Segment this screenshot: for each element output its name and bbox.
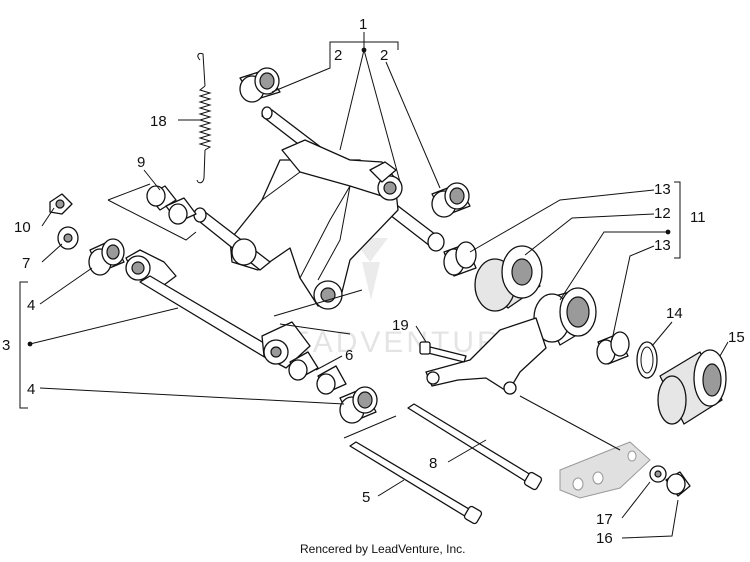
nut-part [665,471,691,497]
lower-shaft-part [125,249,311,369]
callout-9: 9 [137,154,145,171]
callout-6: 6 [345,347,353,364]
spring-part [196,53,212,184]
roller-part [474,245,543,312]
snap-ring-part [636,341,658,379]
callout-7: 7 [22,255,30,272]
callout-3: 3 [2,337,10,354]
leader-lines [19,32,729,539]
bolt-part [419,341,467,363]
pin-part [146,185,197,225]
top-bushing-part [239,67,281,103]
lower-pin-part [288,351,347,395]
callout-14: 14 [666,305,683,322]
right-bushing-part [431,182,471,218]
callout-2b: 2 [380,47,388,64]
callout-8: 8 [429,455,437,472]
callout-2a: 2 [334,47,342,64]
bracket-plate-part [559,441,651,499]
left-bushing-part [88,238,125,276]
callout-4b: 4 [27,381,35,398]
washer-left-part [57,226,79,250]
lower-spacer-part [596,331,630,365]
callout-10: 10 [14,219,31,236]
callout-labels: 1 2 2 18 9 10 7 4 3 4 6 8 5 13 12 11 13 … [2,16,745,547]
roller-bracket-part [425,287,597,395]
callout-19: 19 [392,317,409,334]
nut-left-part [49,193,73,215]
lower-bushing-part [339,386,378,424]
callout-11: 11 [690,209,706,226]
long-bolt-a-part [407,403,543,491]
outer-roller-part [657,349,727,425]
callout-16: 16 [596,530,613,547]
swing-arm-part [193,139,403,310]
callout-4a: 4 [27,297,35,314]
washer-part [649,465,667,483]
upper-spacer-part [443,241,477,277]
callout-12: 12 [654,205,671,222]
long-bolt-b-part [349,441,483,525]
callout-17: 17 [596,511,613,528]
callout-15: 15 [728,329,745,346]
callout-13a: 13 [654,181,671,198]
footer-credit: Rencered by LeadVenture, Inc. [300,542,465,556]
callout-1: 1 [359,16,367,33]
callout-18: 18 [150,113,167,130]
callout-13b: 13 [654,237,671,254]
callout-5: 5 [362,489,370,506]
